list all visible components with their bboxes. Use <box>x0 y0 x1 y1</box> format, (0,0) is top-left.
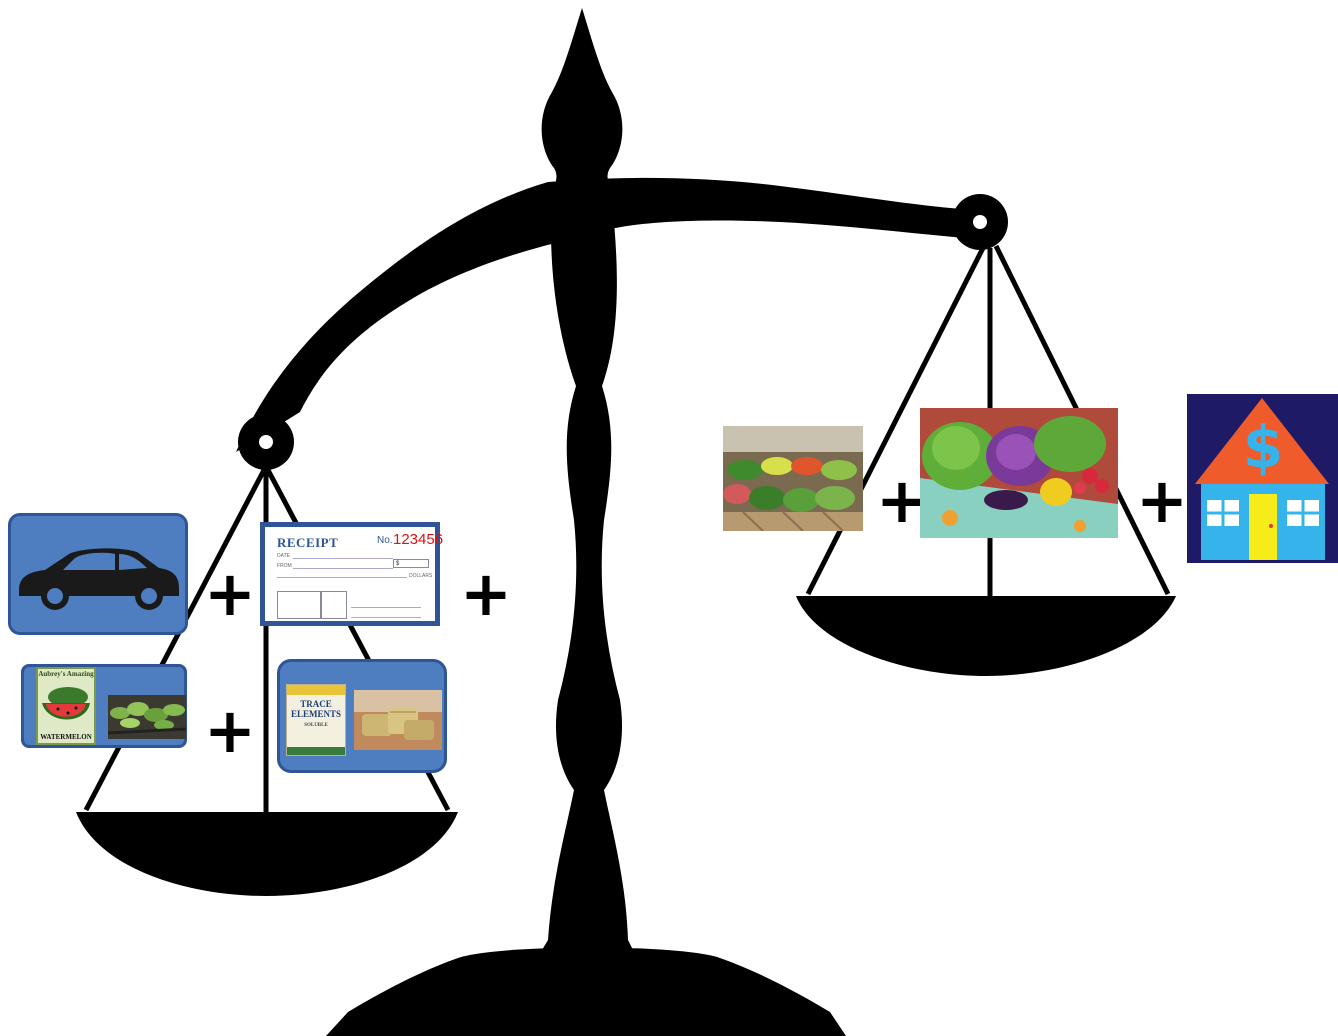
receipt-date-label: DATE <box>277 553 290 559</box>
scale-base <box>326 947 846 1036</box>
seed-starting-card: Aubrey's Amazing WATERMELON <box>21 664 187 748</box>
watermelon-seed-packet: Aubrey's Amazing WATERMELON <box>36 667 96 745</box>
packet-subtitle: SOLUBLE <box>304 723 328 728</box>
straw-bales-photo <box>354 690 442 750</box>
soil-amendment-card: TRACE ELEMENTS SOLUBLE <box>277 659 447 773</box>
vegetable-market-photo <box>723 426 863 531</box>
receipt-amount-symbol: $ <box>396 561 400 567</box>
receipt-dollars-label: DOLLARS <box>409 573 433 579</box>
house-dollar-symbol: $ <box>1242 413 1284 481</box>
receipt-from-label: FROM <box>277 563 292 569</box>
left-pan <box>76 812 458 896</box>
plus-operator: + <box>1136 464 1188 537</box>
seed-packet-variety: WATERMELON <box>40 733 92 741</box>
vegetable-basket-photo <box>920 408 1118 538</box>
receipt-number: 123456 <box>393 531 444 548</box>
receipt-number-label: No. <box>377 535 393 546</box>
watermelon-slice-icon <box>42 687 90 720</box>
scale-pillar <box>536 200 638 960</box>
left-chain-left <box>83 468 267 812</box>
packet-title: TRACE ELEMENTS <box>290 699 341 719</box>
plus-operator: + <box>460 557 512 630</box>
receipt-title: RECEIPT <box>277 535 339 550</box>
scale-finial <box>541 8 623 200</box>
right-pan <box>796 596 1176 676</box>
plus-operator: + <box>876 464 928 537</box>
right-chain-left <box>805 244 987 596</box>
seed-packet-brand: Aubrey's Amazing <box>38 670 94 678</box>
car-icon <box>19 548 179 610</box>
trace-elements-packet: TRACE ELEMENTS SOLUBLE <box>286 684 346 756</box>
scale-beam <box>236 177 992 452</box>
seedling-tray-photo <box>108 695 186 739</box>
plus-operator: + <box>204 694 256 767</box>
receipt-card: RECEIPT No. 123456 DATE FROM $ DOLLARS <box>260 522 444 626</box>
plus-operator: + <box>204 557 256 630</box>
house-dollar-icon: $ <box>1187 394 1338 563</box>
car-card <box>8 513 188 635</box>
